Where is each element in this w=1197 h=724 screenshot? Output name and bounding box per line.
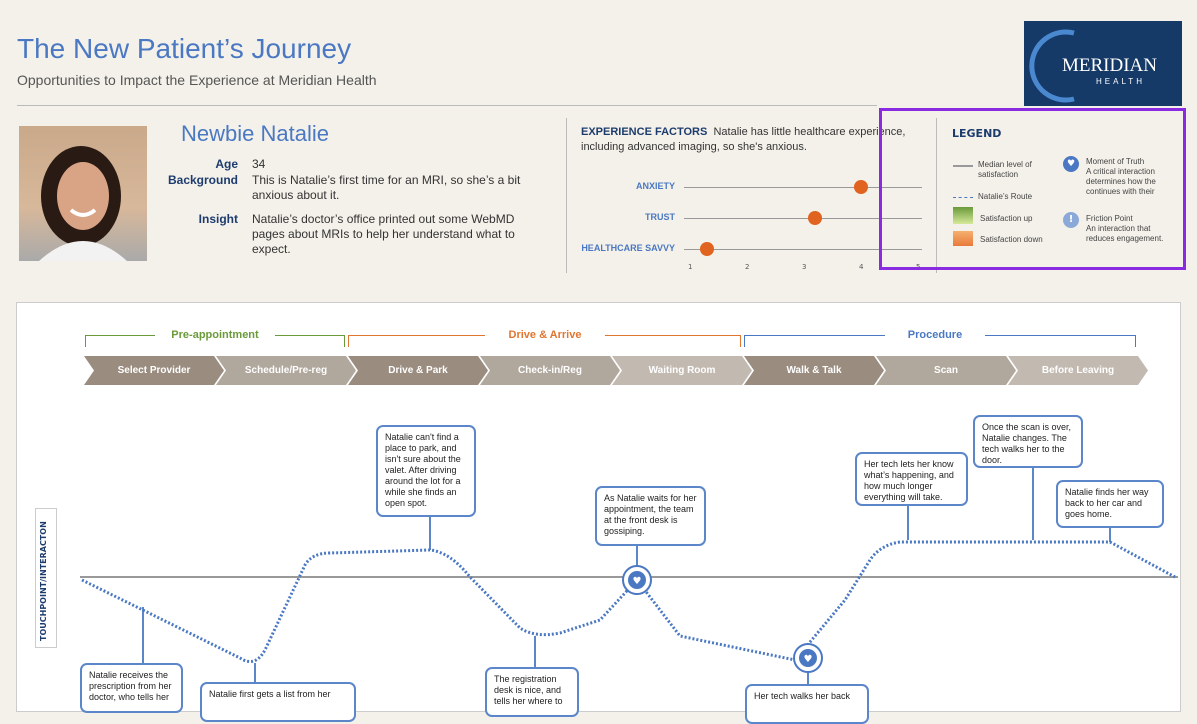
step-2[interactable]: Drive & Park [348, 356, 488, 385]
green-swatch-icon [953, 207, 973, 224]
svg-text:HEALTH: HEALTH [1096, 77, 1145, 86]
svg-text:♥: ♥ [633, 576, 642, 587]
factor-label: ANXIETY [635, 181, 675, 191]
callout: The registration desk is nice, and tells… [485, 667, 579, 717]
callout: Natalie finds her way back to her car an… [1056, 480, 1164, 528]
heart-icon: ♥ [793, 643, 823, 673]
callout: As Natalie waits for her appointment, th… [595, 486, 706, 546]
heart-icon: ♥ [1063, 156, 1079, 172]
factor-track [684, 187, 922, 188]
background-value: This is Natalie’s first time for an MRI,… [252, 173, 521, 202]
route-line-icon [953, 197, 973, 198]
legend-down: Satisfaction down [980, 235, 1043, 244]
satisfaction-down-area [82, 577, 1175, 662]
factor-label: TRUST [645, 212, 675, 222]
page-title: The New Patient’s Journey [17, 33, 352, 64]
callout: Natalie first gets a list from her [200, 682, 356, 722]
insight-value: Natalie’s doctor’s office printed out so… [252, 212, 515, 256]
callout: Her tech walks her back [745, 684, 869, 724]
divider [566, 118, 567, 273]
factor-track [684, 218, 922, 219]
legend-route: Natalie’s Route [978, 192, 1033, 201]
factor-marker [854, 180, 868, 194]
step-7[interactable]: Before Leaving [1008, 356, 1148, 385]
median-line-icon [953, 165, 973, 167]
step-6[interactable]: Scan [876, 356, 1016, 385]
legend-highlight [879, 108, 1186, 270]
journey-curve: ♥ ♥ [80, 467, 1178, 684]
callout: Natalie can't find a place to park, and … [376, 425, 476, 517]
orange-swatch-icon [953, 231, 973, 246]
phase-pre-appointment: Pre-appointment [155, 329, 275, 341]
heart-icon: ♥ [622, 565, 652, 595]
phase-drive-arrive: Drive & Arrive [485, 329, 605, 341]
scale-tick: 4 [859, 263, 864, 271]
persona-photo [19, 126, 147, 261]
insight-label: Insight [198, 212, 238, 226]
step-5[interactable]: Walk & Talk [744, 356, 884, 385]
scale-tick: 3 [802, 263, 807, 271]
step-0[interactable]: Select Provider [84, 356, 224, 385]
persona-name: Newbie Natalie [181, 121, 329, 146]
factor-track [684, 249, 922, 250]
meridian-logo: MERIDIAN HEALTH [1024, 21, 1182, 106]
svg-text:MERIDIAN: MERIDIAN [1062, 55, 1157, 76]
step-1[interactable]: Schedule/Pre-reg [216, 356, 356, 385]
experience-factors-intro: EXPERIENCE FACTORS Natalie has little he… [581, 126, 906, 153]
legend-up: Satisfaction up [980, 214, 1033, 223]
scale-tick: 1 [688, 263, 693, 271]
background-label: Background [167, 173, 238, 187]
page-subtitle: Opportunities to Impact the Experience a… [17, 72, 377, 88]
svg-text:♥: ♥ [804, 654, 813, 665]
age-value: 34 [252, 157, 266, 171]
factor-marker [700, 242, 715, 256]
callout: Once the scan is over, Natalie changes. … [973, 415, 1083, 468]
axis-label-box: TOUCHPOINT/INTERACTON [35, 508, 57, 648]
age-label: Age [215, 157, 238, 171]
callout: Natalie receives the prescription from h… [80, 663, 183, 713]
callout: Her tech lets her know what’s happening,… [855, 452, 968, 506]
scale-tick: 2 [745, 263, 750, 271]
factor-marker [808, 211, 823, 225]
legend-median: Median level of satisfaction [978, 160, 1032, 179]
legend-title: LEGEND [952, 127, 1002, 140]
step-4[interactable]: Waiting Room [612, 356, 752, 385]
natalie-route [81, 540, 1176, 664]
phase-procedure: Procedure [885, 329, 985, 341]
exclamation-icon: ! [1063, 212, 1079, 228]
factor-label: HEALTHCARE SAVVY [581, 243, 675, 253]
satisfaction-up-area [82, 542, 1175, 577]
callout-connectors [142, 467, 1111, 684]
divider [936, 118, 937, 273]
step-3[interactable]: Check-in/Reg [480, 356, 620, 385]
divider [17, 105, 877, 106]
